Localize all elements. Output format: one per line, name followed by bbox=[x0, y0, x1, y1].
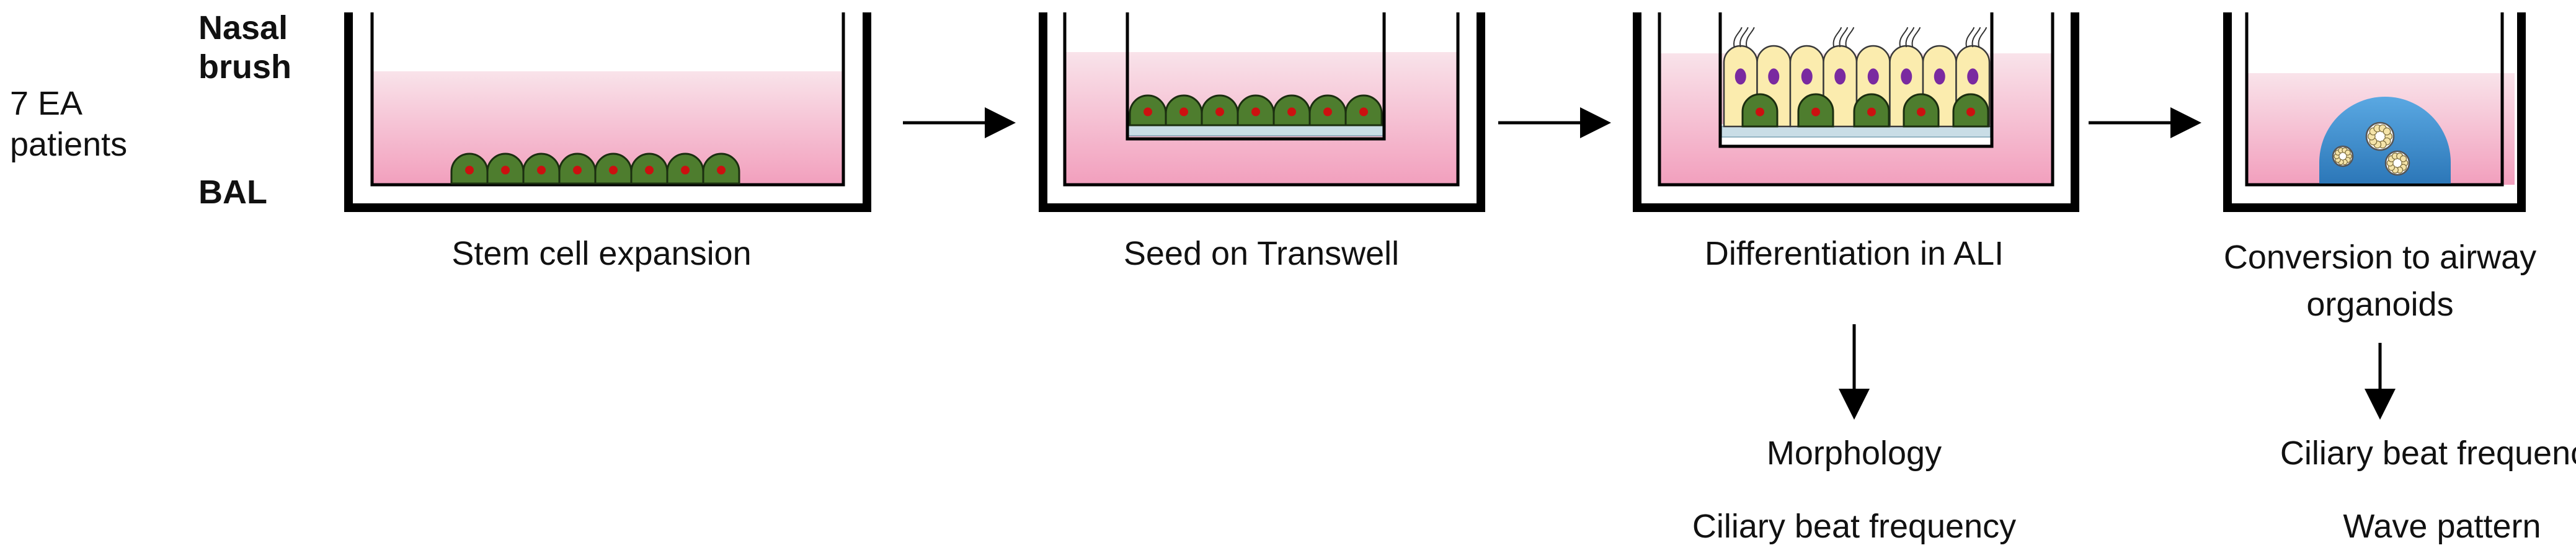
cilium bbox=[1905, 27, 1915, 48]
step-caption-expansion: Stem cell expansion bbox=[451, 235, 752, 272]
cell-nucleus bbox=[573, 166, 582, 175]
ciliated-cell-layer bbox=[1723, 27, 1991, 128]
cell-nucleus bbox=[1144, 107, 1152, 117]
step-caption-ali: Differentiation in ALI bbox=[1704, 235, 2004, 272]
cell-nucleus bbox=[1917, 107, 1925, 117]
cell-nucleus bbox=[717, 166, 726, 175]
step-caption-seed: Seed on Transwell bbox=[1123, 235, 1400, 272]
cell-nucleus bbox=[1867, 68, 1879, 85]
cell-nucleus bbox=[1359, 107, 1368, 117]
organoid-cell bbox=[2383, 127, 2391, 136]
cell-nucleus bbox=[1811, 107, 1820, 117]
patient-label-line2: patients bbox=[10, 125, 128, 163]
cell-nucleus bbox=[1251, 107, 1260, 117]
step-caption-organoids-line1: Conversion to airway bbox=[2223, 239, 2537, 276]
cilium bbox=[1971, 27, 1981, 48]
cell-nucleus bbox=[1966, 107, 1975, 117]
organoid-lumen bbox=[2394, 159, 2401, 167]
step-caption-organoids-line2: organoids bbox=[2306, 285, 2454, 323]
cell-nucleus bbox=[501, 166, 510, 175]
organoid-well-icon bbox=[2223, 12, 2526, 212]
cell-nucleus bbox=[681, 166, 690, 175]
cell-nucleus bbox=[1901, 68, 1912, 85]
air-liquid-interface-icon bbox=[1633, 12, 2079, 212]
cilium bbox=[1978, 27, 1988, 48]
readout-organoid-wave: Wave pattern bbox=[2343, 508, 2541, 545]
organoid-sphere bbox=[2332, 145, 2354, 167]
organoid-cell bbox=[2345, 149, 2351, 156]
patient-label: 7 EA patients bbox=[10, 84, 127, 166]
readout-ali-morphology: Morphology bbox=[1766, 435, 1942, 472]
cilium bbox=[1911, 27, 1921, 48]
cilium bbox=[1733, 27, 1743, 48]
cell-nucleus bbox=[1756, 107, 1764, 117]
readout-organoid-cbf: Ciliary beat frequency bbox=[2280, 435, 2576, 472]
cell-nucleus bbox=[1215, 107, 1224, 117]
patient-label-line1: 7 EA bbox=[10, 85, 83, 122]
cilium bbox=[1839, 27, 1849, 48]
readout-ali-cbf: Ciliary beat frequency bbox=[1692, 508, 2017, 545]
organoid-sphere bbox=[2365, 122, 2395, 151]
organoid-sphere bbox=[2384, 150, 2410, 176]
cilium bbox=[1832, 27, 1842, 48]
cilium bbox=[1899, 27, 1909, 48]
step-caption-organoids: Conversion to airway organoids bbox=[2224, 234, 2536, 328]
source-nasal-line2: brush bbox=[198, 48, 292, 86]
cilium bbox=[1739, 27, 1749, 48]
cell-nucleus bbox=[537, 166, 546, 175]
transwell-membrane bbox=[1128, 125, 1383, 136]
cell-nucleus bbox=[465, 166, 474, 175]
cilium bbox=[1746, 27, 1755, 48]
source-nasal-line1: Nasal bbox=[198, 9, 288, 46]
ali-membrane bbox=[1721, 126, 1991, 138]
cell-nucleus bbox=[1734, 68, 1746, 85]
cell-nucleus bbox=[1967, 68, 1979, 85]
cell-nucleus bbox=[1323, 107, 1332, 117]
transwell-insert-icon bbox=[1039, 12, 1485, 212]
cell-nucleus bbox=[1834, 68, 1846, 85]
organoid-cell bbox=[2399, 155, 2407, 162]
cell-nucleus bbox=[609, 166, 618, 175]
cell-nucleus bbox=[1287, 107, 1296, 117]
basal-cell-layer bbox=[1741, 93, 1989, 128]
source-bal: BAL bbox=[198, 174, 267, 211]
cell-nucleus bbox=[1934, 68, 1945, 85]
organoid-lumen bbox=[2340, 153, 2346, 159]
stem-cell-layer bbox=[450, 153, 740, 185]
source-nasal-brush: Nasal brush bbox=[198, 9, 291, 86]
organoid-lumen bbox=[2376, 132, 2384, 141]
cilium bbox=[1845, 27, 1855, 48]
cell-nucleus bbox=[1867, 107, 1876, 117]
culture-well-icon bbox=[344, 12, 871, 212]
cell-nucleus bbox=[1179, 107, 1188, 117]
cilium bbox=[1965, 27, 1975, 48]
cell-nucleus bbox=[645, 166, 654, 175]
cell-nucleus bbox=[1801, 68, 1813, 85]
cell-nucleus bbox=[1768, 68, 1780, 85]
seeded-cell-layer bbox=[1129, 94, 1383, 126]
